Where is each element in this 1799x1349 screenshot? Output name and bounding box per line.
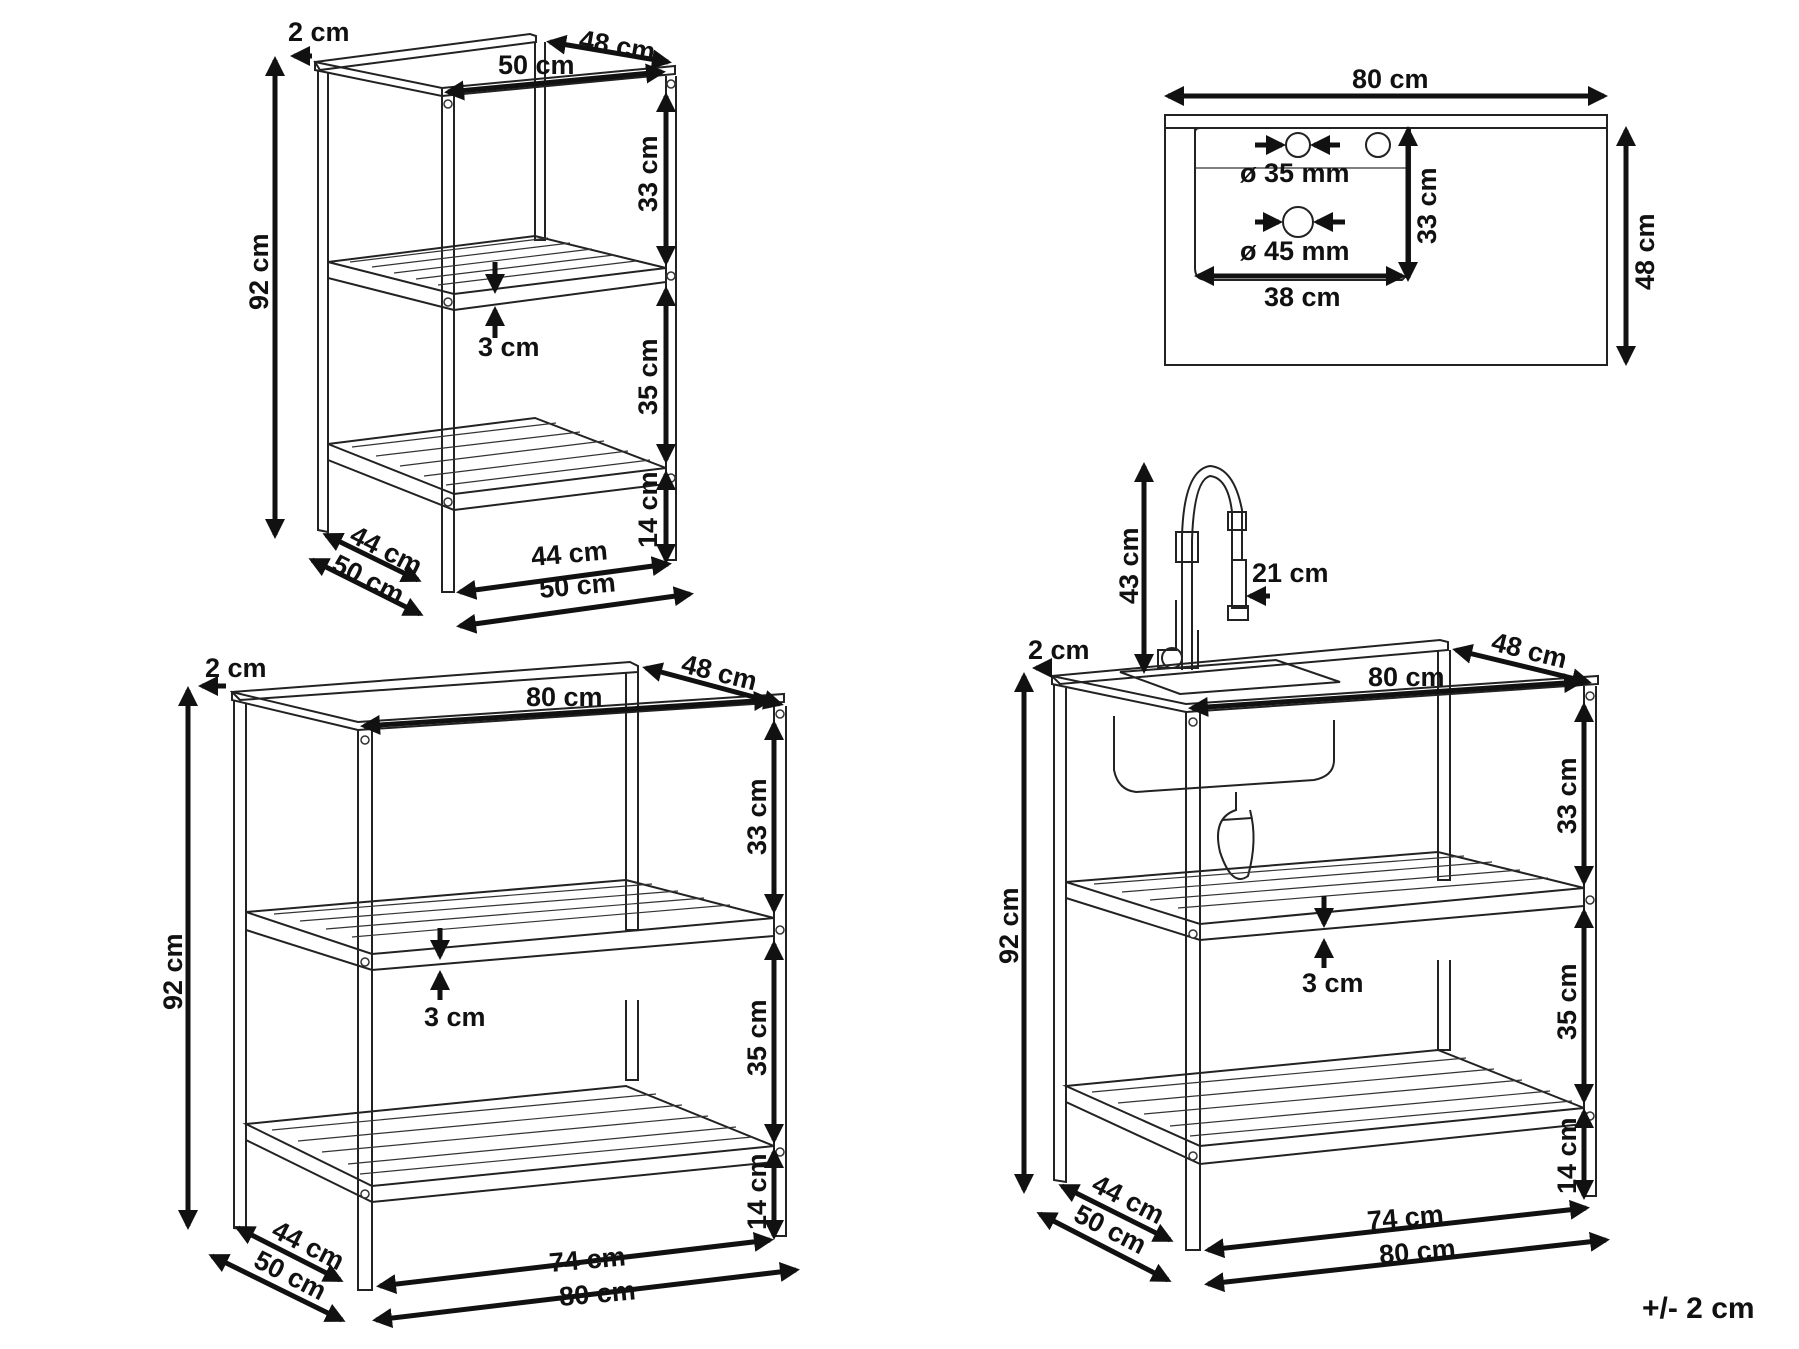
large-shelf-inner-width-label: 74 cm [548,1241,627,1278]
large-shelf-thickness-label: 3 cm [424,1002,486,1032]
sink-unit-middle-height-label: 35 cm [1552,963,1582,1040]
small-shelf-width-top-label: 50 cm [498,50,575,80]
sink-unit-bottom-height-label: 14 cm [1552,1117,1582,1194]
large-shelf-width-top-label: 80 cm [526,682,603,712]
small-shelf-middle-height-label: 35 cm [633,338,663,415]
sink-unit-outer-width-label: 80 cm [1378,1233,1457,1270]
small-shelf-thickness-label: 3 cm [478,332,540,362]
sink-width-label: 80 cm [1352,64,1429,94]
sink-unit-inner-width-label: 74 cm [1366,1199,1445,1236]
tap-hole-icon [1285,132,1311,158]
small-shelf-total-height-label: 92 cm [244,233,274,310]
faucet-height-label: 43 cm [1114,527,1144,604]
sink-top-view-drawing: 80 cm ø 35 mm ø 45 mm 33 cm 48 cm 38 cm [1164,64,1660,366]
large-shelf-drawing: 2 cm 48 cm 80 cm 33 cm 92 cm 3 cm 35 cm … [158,649,800,1329]
tap-hole-label: ø 35 mm [1240,158,1350,188]
large-shelf-outer-width-label: 80 cm [558,1275,637,1312]
sink-depth-label: 48 cm [1630,213,1660,290]
large-shelf-bottom-height-label: 14 cm [742,1153,772,1230]
second-hole-icon [1365,132,1391,158]
drain-hole-label: ø 45 mm [1240,236,1350,266]
faucet-icon [1157,464,1249,670]
basin-depth-label: 33 cm [1412,167,1442,244]
sink-unit-thickness-label: 3 cm [1302,968,1364,998]
sink-unit-back-rail-label: 2 cm [1028,635,1090,665]
small-shelf-depth-top-label: 48 cm [577,24,658,67]
large-shelf-middle-height-label: 35 cm [742,999,772,1076]
sink-unit-drawing: 43 cm 21 cm 2 cm 48 cm 80 cm 33 cm 92 cm… [994,462,1610,1293]
sink-unit-width-top-label: 80 cm [1368,662,1445,692]
small-shelf-drawing: 2 cm 48 cm 50 cm 33 cm 92 cm 3 cm 35 cm … [244,17,694,634]
tolerance-label: +/- 2 cm [1642,1292,1755,1325]
small-shelf-upper-height-label: 33 cm [633,135,663,212]
small-shelf-bottom-height-label: 14 cm [633,471,663,548]
small-shelf-inner-width-label: 44 cm [530,535,609,572]
large-shelf-back-rail-label: 2 cm [205,653,267,683]
sink-unit-total-height-label: 92 cm [994,887,1024,964]
sink-unit-upper-height-label: 33 cm [1552,757,1582,834]
basin-width-label: 38 cm [1264,282,1341,312]
drain-hole-icon [1282,206,1314,238]
faucet-reach-label: 21 cm [1252,558,1329,588]
large-shelf-upper-height-label: 33 cm [742,778,772,855]
large-shelf-total-height-label: 92 cm [158,933,188,1010]
small-shelf-outer-width-label: 50 cm [538,567,617,604]
small-shelf-back-rail-label: 2 cm [288,17,350,47]
